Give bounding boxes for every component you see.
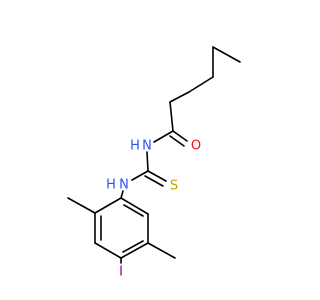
- thio-nitrogen-h-label: H: [106, 178, 116, 193]
- bond-carbonyl-oxygen-b: [169, 135, 185, 147]
- bond-carbonyl-oxygen-a: [172, 130, 188, 142]
- bond-c5-carbonyl: [169, 101, 174, 132]
- bond-carbonyl-nitrogen: [153, 130, 174, 143]
- thioamide-nitrogen-atom: N H: [106, 178, 129, 193]
- amide-nitrogen-atom: N H: [130, 139, 152, 154]
- ring-bond-3: [120, 242, 149, 259]
- ring-bond-3-inner: [122, 240, 144, 253]
- amide-nitrogen-h-label: H: [130, 139, 140, 154]
- bond-methyl-right: [147, 242, 176, 259]
- molecule-structure: O N H N H S I: [67, 46, 241, 280]
- oxygen-label: O: [191, 139, 201, 154]
- sulfur-label: S: [170, 179, 178, 194]
- sulfur-atom: S: [170, 179, 178, 194]
- bond-thiocarbon-nh: [131, 170, 149, 181]
- ring-bond-1: [120, 197, 149, 215]
- amide-nitrogen-label: N: [142, 139, 152, 154]
- bond-c1-c2: [212, 46, 241, 63]
- ring-bond-6: [94, 197, 122, 214]
- bond-c3-c4: [188, 76, 214, 93]
- oxygen-atom: O: [191, 139, 201, 154]
- bond-methyl-left: [67, 197, 96, 214]
- iodine-label: I: [119, 265, 123, 280]
- ring-bond-1-inner: [123, 204, 144, 217]
- bond-nitrogen-thiocarbon: [146, 151, 149, 172]
- bond-nh-ring: [120, 190, 124, 199]
- bond-thiocarbon-sulfur-b: [144, 175, 164, 187]
- ring-bond-4: [94, 242, 122, 259]
- iodine-atom: I: [119, 265, 123, 280]
- bond-c4-c5: [169, 91, 190, 103]
- thio-nitrogen-label: N: [119, 178, 129, 193]
- bond-thiocarbon-sulfur-a: [147, 170, 167, 182]
